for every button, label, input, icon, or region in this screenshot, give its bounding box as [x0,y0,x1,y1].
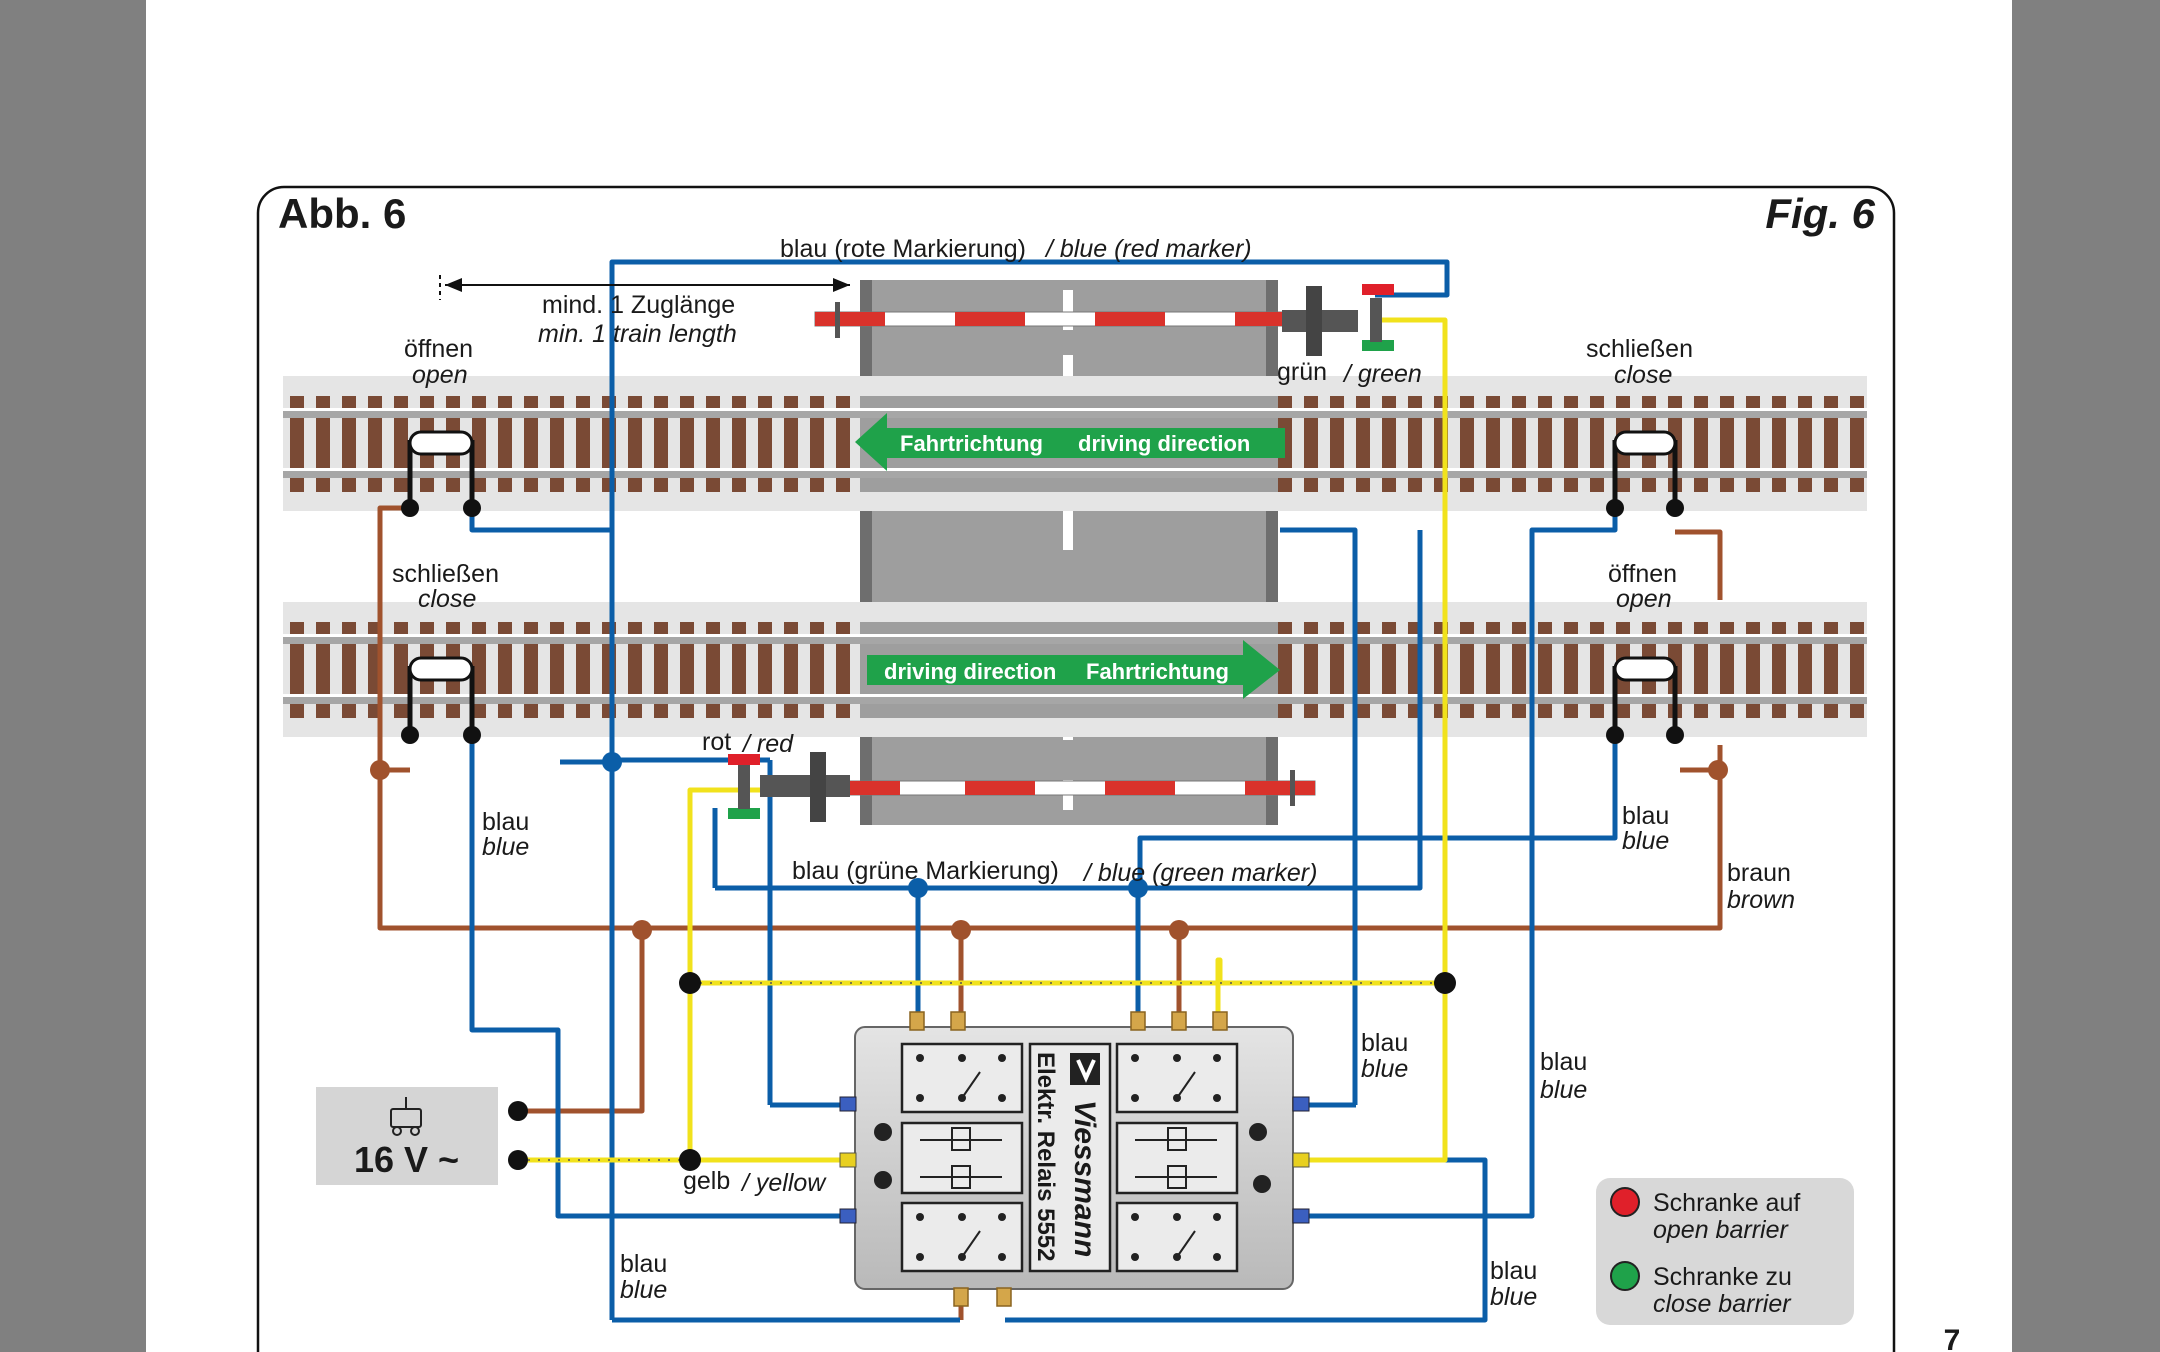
contact-bl-en: close [418,585,476,613]
wire-label-blue-5: blue [620,1276,667,1304]
contact-tl-en: open [412,361,468,389]
min-length-en: min. 1 train length [538,320,737,348]
signal-red-de: rot [702,728,731,756]
barrier-top [814,284,1394,356]
power-label: 16 V ~ [354,1139,459,1180]
contact-tr-de: schließen [1586,335,1693,363]
wire-label-blue-green-de: blau (grüne Markierung) [792,857,1059,885]
legend-swatch-close [1610,1261,1640,1291]
track-top [283,376,1867,511]
wire-label-blau-3: blau [1361,1029,1408,1057]
wire-label-yellow: / yellow [740,1169,827,1197]
road [860,280,1278,825]
min-length-de: mind. 1 Zuglänge [542,291,735,319]
direction-arrow-bottom [867,640,1280,699]
wire-label-blau-1: blau [482,808,529,836]
relay-name: Elektr. Relais 5552 [1032,1052,1059,1261]
relay-module [839,1011,1310,1307]
wire-label-blue-4: blue [1540,1076,1587,1104]
figure-label-en: Fig. 6 [1765,190,1875,237]
track-bottom [283,602,1867,737]
figure-label-de: Abb. 6 [278,190,406,237]
wire-label-gelb: gelb [683,1167,730,1195]
blue-wires [469,259,1618,1323]
wire-label-blue-red-en: / blue (red marker) [1044,235,1252,263]
legend-close-en: close barrier [1653,1290,1792,1318]
wire-label-blau-5: blau [620,1250,667,1278]
wire-label-blau-6: blau [1490,1257,1537,1285]
contact-br-de: öffnen [1608,560,1677,588]
signal-green-en: / green [1342,360,1422,388]
contact-tl-de: öffnen [404,335,473,363]
power-supply [316,1087,528,1185]
wire-label-blue-3: blue [1361,1055,1408,1083]
figure-frame [256,185,1896,1352]
wire-label-braun: braun [1727,859,1791,887]
viessmann-logo-icon [1070,1053,1100,1085]
min-length-marker [439,275,850,300]
signal-green-de: grün [1277,358,1327,386]
legend-swatch-open [1610,1187,1640,1217]
legend-open-en: open barrier [1653,1216,1789,1244]
contact-br-en: open [1616,585,1672,613]
direction-bottom-en: driving direction [884,659,1056,684]
yellow-wires [518,317,1448,1163]
wire-label-blue-6: blue [1490,1283,1537,1311]
contact-tr-en: close [1614,361,1672,389]
legend-close-de: Schranke zu [1653,1263,1792,1291]
wire-label-blue-2: blue [1622,827,1669,855]
signal-red-en: / red [741,730,794,758]
direction-top-de: Fahrtrichtung [900,431,1043,456]
wire-label-blue-green-en: / blue (green marker) [1082,859,1317,887]
barrier-bottom [728,752,1316,822]
contact-bl-de: schließen [392,560,499,588]
legend [1596,1178,1854,1325]
track-contacts [407,440,1678,735]
relay-brand: Viessmann [1068,1100,1101,1257]
junction-dots [370,752,1728,1171]
direction-arrow-top [855,413,1285,471]
contact-dots [401,499,1684,744]
wire-label-blau-2: blau [1622,802,1669,830]
wire-label-blue-red-de: blau (rote Markierung) [780,235,1026,263]
wire-label-brown: brown [1727,886,1795,914]
direction-top-en: driving direction [1078,431,1250,456]
page-number: 7 [1944,1324,1961,1352]
wire-label-blau-4: blau [1540,1048,1587,1076]
transformer-icon [390,1097,422,1136]
legend-open-de: Schranke auf [1653,1189,1800,1217]
contact-bodies [408,430,1677,682]
wire-label-blue-1: blue [482,833,529,861]
direction-bottom-de: Fahrtrichtung [1086,659,1229,684]
